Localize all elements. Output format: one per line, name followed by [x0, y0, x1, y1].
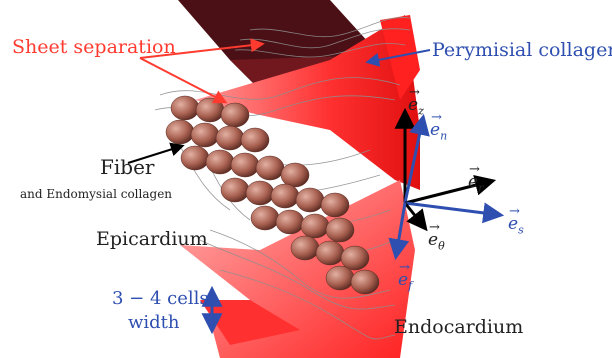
vector-er-label: →er: [468, 174, 483, 193]
vector-ez-label: →ez: [408, 97, 424, 116]
lower-red-sheet: [180, 180, 415, 358]
endocardium-label: Endocardium: [394, 318, 523, 337]
epicardium-label: Epicardium: [96, 230, 208, 249]
endomysial-collagen-label: and Endomysial collagen: [20, 188, 172, 200]
cells-width-line2: width: [128, 314, 180, 332]
vector-etheta-label: →eθ: [428, 232, 445, 251]
vector-ef-label: →ef: [398, 272, 412, 291]
vector-en-label: →en: [430, 122, 447, 141]
fiber-label: Fiber: [100, 157, 154, 177]
perymisial-collagen-label: Perymisial collagen: [432, 41, 612, 60]
vector-es-label: →es: [508, 216, 524, 235]
sheet-separation-label: Sheet separation: [12, 38, 176, 57]
cells-width-line1: 3 − 4 cells: [112, 290, 209, 308]
